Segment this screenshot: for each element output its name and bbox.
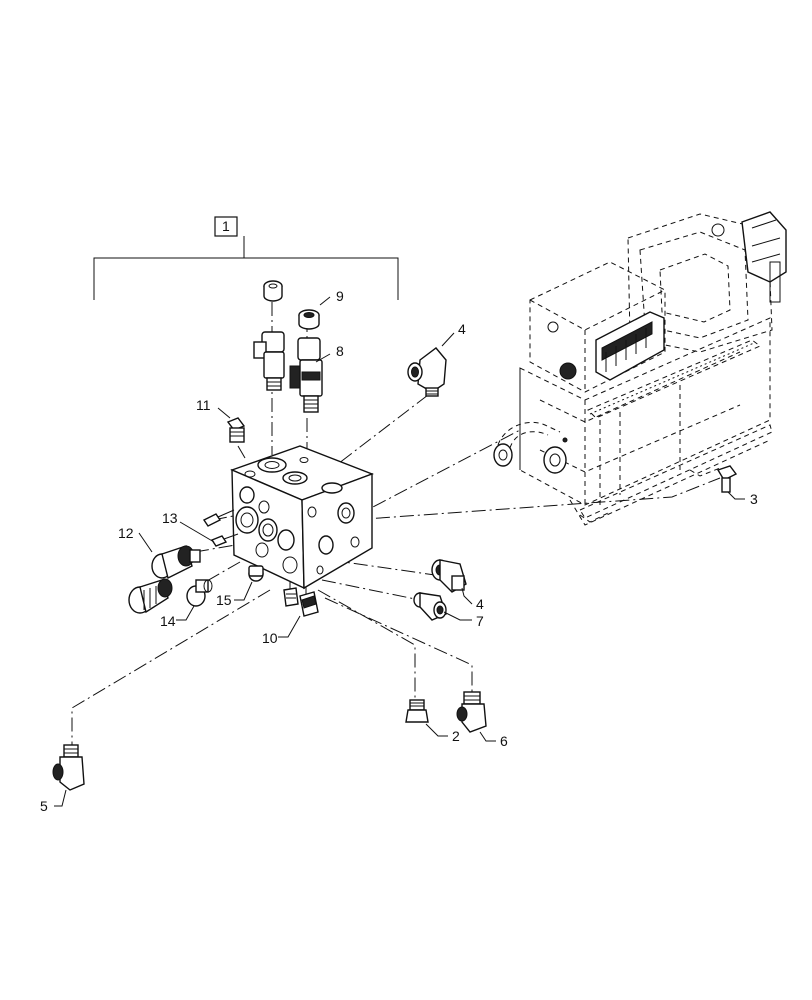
callout-10: 10 <box>262 630 278 646</box>
item-15-plug <box>248 565 264 582</box>
item-10-fittings <box>283 587 319 617</box>
callout-6: 6 <box>500 733 508 749</box>
callout-1: 1 <box>222 218 230 234</box>
connector-block <box>595 311 665 381</box>
callout-4-upper: 4 <box>458 321 466 337</box>
callout-8: 8 <box>336 343 344 359</box>
valve-manifold-block <box>230 445 374 590</box>
hydraulic-power-unit <box>493 211 787 526</box>
callout-11: 11 <box>196 397 211 413</box>
item-12-relief-valve <box>128 545 201 614</box>
callout-4-lower: 4 <box>476 596 484 612</box>
item-4-elbow-fitting-lower <box>431 559 467 593</box>
assembly-bracket <box>93 216 399 300</box>
callout-13: 13 <box>162 510 178 526</box>
item-3-bolt <box>716 465 738 493</box>
item-2-straight-fitting <box>405 699 429 723</box>
callout-14: 14 <box>160 613 176 629</box>
item-8-solenoid-valve <box>253 331 323 413</box>
item-6-elbow-fitting <box>456 691 487 733</box>
item-5-tee-fitting <box>52 744 85 791</box>
callout-9: 9 <box>336 288 344 304</box>
item-9-coil-nut <box>263 280 320 330</box>
callout-3: 3 <box>750 491 758 507</box>
callout-15: 15 <box>216 592 232 608</box>
item-7-elbow-fitting <box>413 592 447 621</box>
item-11-plug <box>226 417 246 443</box>
item-14-plug <box>186 579 213 607</box>
callout-leaders <box>54 296 745 807</box>
item-4-elbow-fitting-upper <box>407 347 447 397</box>
callout-2: 2 <box>452 728 460 744</box>
item-13-screws <box>202 509 239 547</box>
callout-5: 5 <box>40 798 48 814</box>
callout-7: 7 <box>476 613 484 629</box>
callout-12: 12 <box>118 525 134 541</box>
callout-labels: 1 9 8 4 11 13 12 14 15 10 4 7 2 6 3 5 <box>40 218 758 814</box>
